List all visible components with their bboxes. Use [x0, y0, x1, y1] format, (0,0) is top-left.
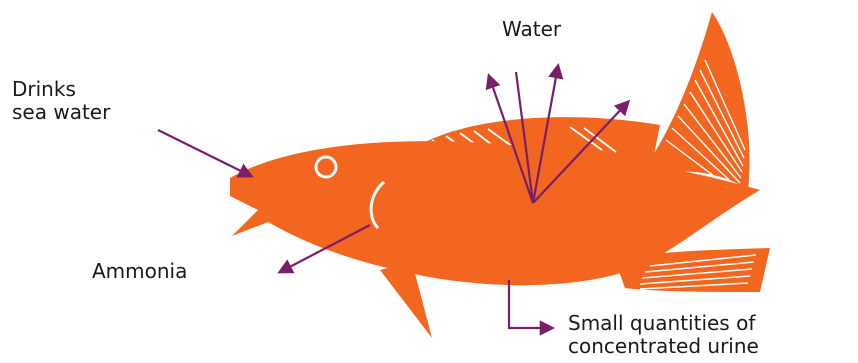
drinks-sea-water-label: Drinks sea water — [12, 78, 110, 124]
ammonia-label: Ammonia — [92, 260, 187, 283]
urine-arrow — [509, 280, 552, 328]
tail-fin — [640, 12, 750, 190]
drinks-arrow — [158, 130, 251, 176]
drinks-label-line2: sea water — [12, 101, 110, 124]
urine-label: Small quantities of concentrated urine — [568, 312, 759, 358]
urine-label-line2: concentrated urine — [568, 335, 759, 358]
urine-label-line1: Small quantities of — [568, 312, 759, 335]
water-label: Water — [502, 18, 561, 41]
drinks-label-line1: Drinks — [12, 78, 110, 101]
